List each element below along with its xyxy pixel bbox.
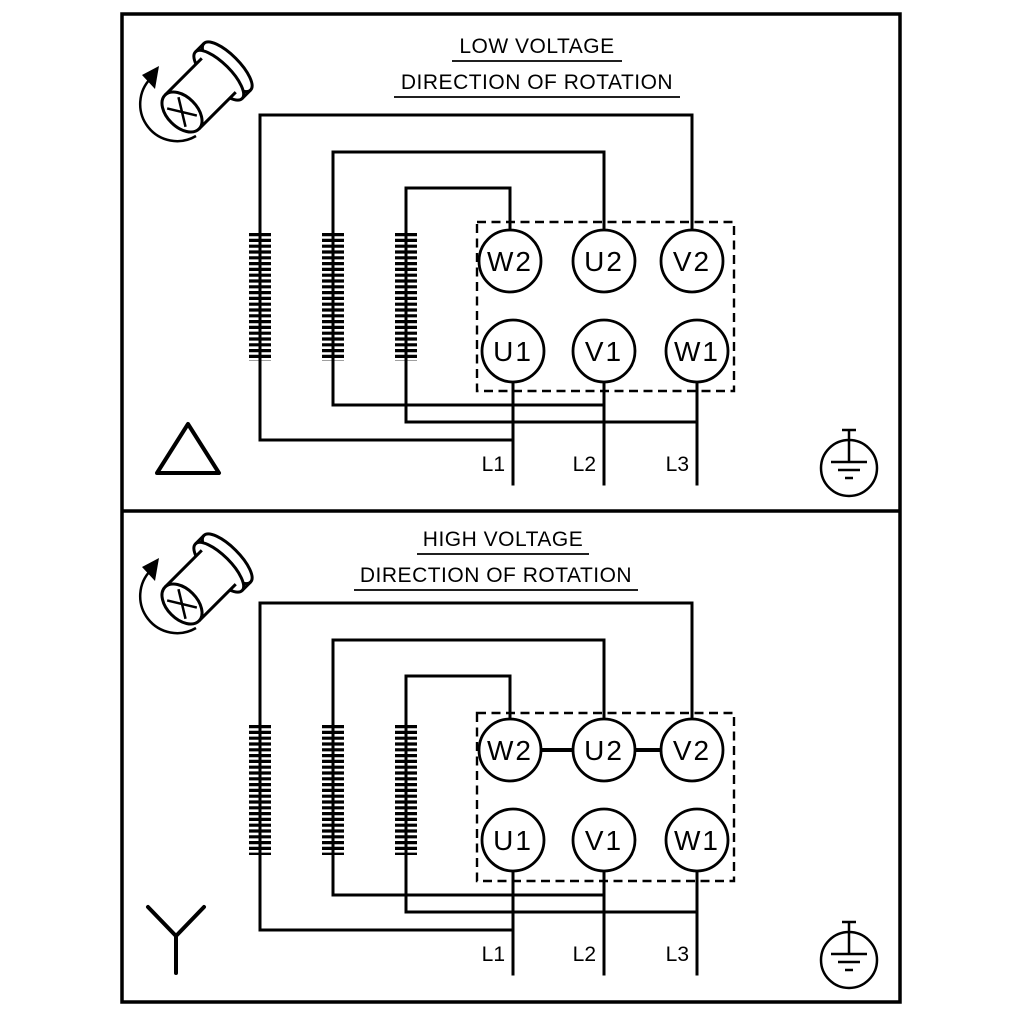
low-terminal-W2-label: W2 — [487, 246, 533, 277]
low-terminal-U2-label: U2 — [584, 246, 624, 277]
shaft-rotation-arrow-icon — [138, 525, 261, 640]
high-terminal-box — [475, 711, 736, 883]
low-wire-outer — [258, 113, 694, 442]
low-terminal-V2-label: V2 — [673, 246, 711, 277]
high-lead-L3-label: L3 — [666, 943, 689, 966]
low-terminal-box — [475, 220, 736, 393]
high-terminal-W1 — [664, 807, 730, 873]
low-terminal-U2 — [571, 228, 637, 294]
high-lead-L1-label: L1 — [482, 943, 505, 966]
low-terminal-V2 — [659, 228, 725, 294]
low-lead-L3-label: L3 — [666, 453, 689, 476]
high-lead-L2-label: L2 — [573, 943, 596, 966]
low-wire-middle — [331, 150, 606, 407]
high-wire-outer — [258, 601, 694, 932]
low-terminal-W1-label: W1 — [674, 336, 720, 367]
high-terminal-U1 — [480, 807, 546, 873]
low-lead-L1-label: L1 — [482, 453, 505, 476]
high-terminal-U2-label: U2 — [584, 735, 624, 766]
low-panel-subtitle: DIRECTION OF ROTATION — [401, 71, 673, 94]
low-terminal-U1-label: U1 — [493, 336, 533, 367]
high-terminal-V1-label: V1 — [585, 825, 623, 856]
high-terminal-U2 — [571, 717, 637, 783]
low-terminal-V1 — [571, 318, 637, 384]
star-arm-left — [146, 905, 178, 938]
high-terminal-W1-label: W1 — [674, 825, 720, 856]
delta-connection-icon — [155, 422, 221, 475]
low-terminal-V1-label: V1 — [585, 336, 623, 367]
high-wire-middle — [331, 638, 606, 897]
high-voltage-panel: HIGH VOLTAGE DIRECTION OF ROTATION W2 U2… — [138, 525, 879, 990]
high-terminal-W2 — [477, 717, 543, 783]
high-panel-subtitle: DIRECTION OF ROTATION — [360, 564, 632, 587]
high-panel-title: HIGH VOLTAGE — [423, 528, 583, 551]
earth-ground-icon — [819, 920, 879, 990]
low-voltage-panel: LOW VOLTAGE DIRECTION OF ROTATION W2 U2 … — [138, 33, 879, 498]
earth-ground-icon — [819, 428, 879, 498]
star-arm-right — [174, 905, 206, 938]
low-lead-L2-label: L2 — [573, 453, 596, 476]
low-terminal-U1 — [480, 318, 546, 384]
star-connection-icon — [146, 905, 206, 975]
shaft-rotation-arrow-icon — [138, 33, 261, 148]
high-terminal-V1 — [571, 807, 637, 873]
high-terminal-W2-label: W2 — [487, 735, 533, 766]
high-wire-inner — [404, 674, 699, 914]
low-panel-title: LOW VOLTAGE — [459, 35, 614, 58]
low-wire-inner — [404, 186, 699, 424]
high-terminal-V2 — [659, 717, 725, 783]
low-terminal-W2 — [477, 228, 543, 294]
high-terminal-V2-label: V2 — [673, 735, 711, 766]
low-terminal-W1 — [664, 318, 730, 384]
diagram-border — [120, 12, 902, 1004]
high-terminal-U1-label: U1 — [493, 825, 533, 856]
